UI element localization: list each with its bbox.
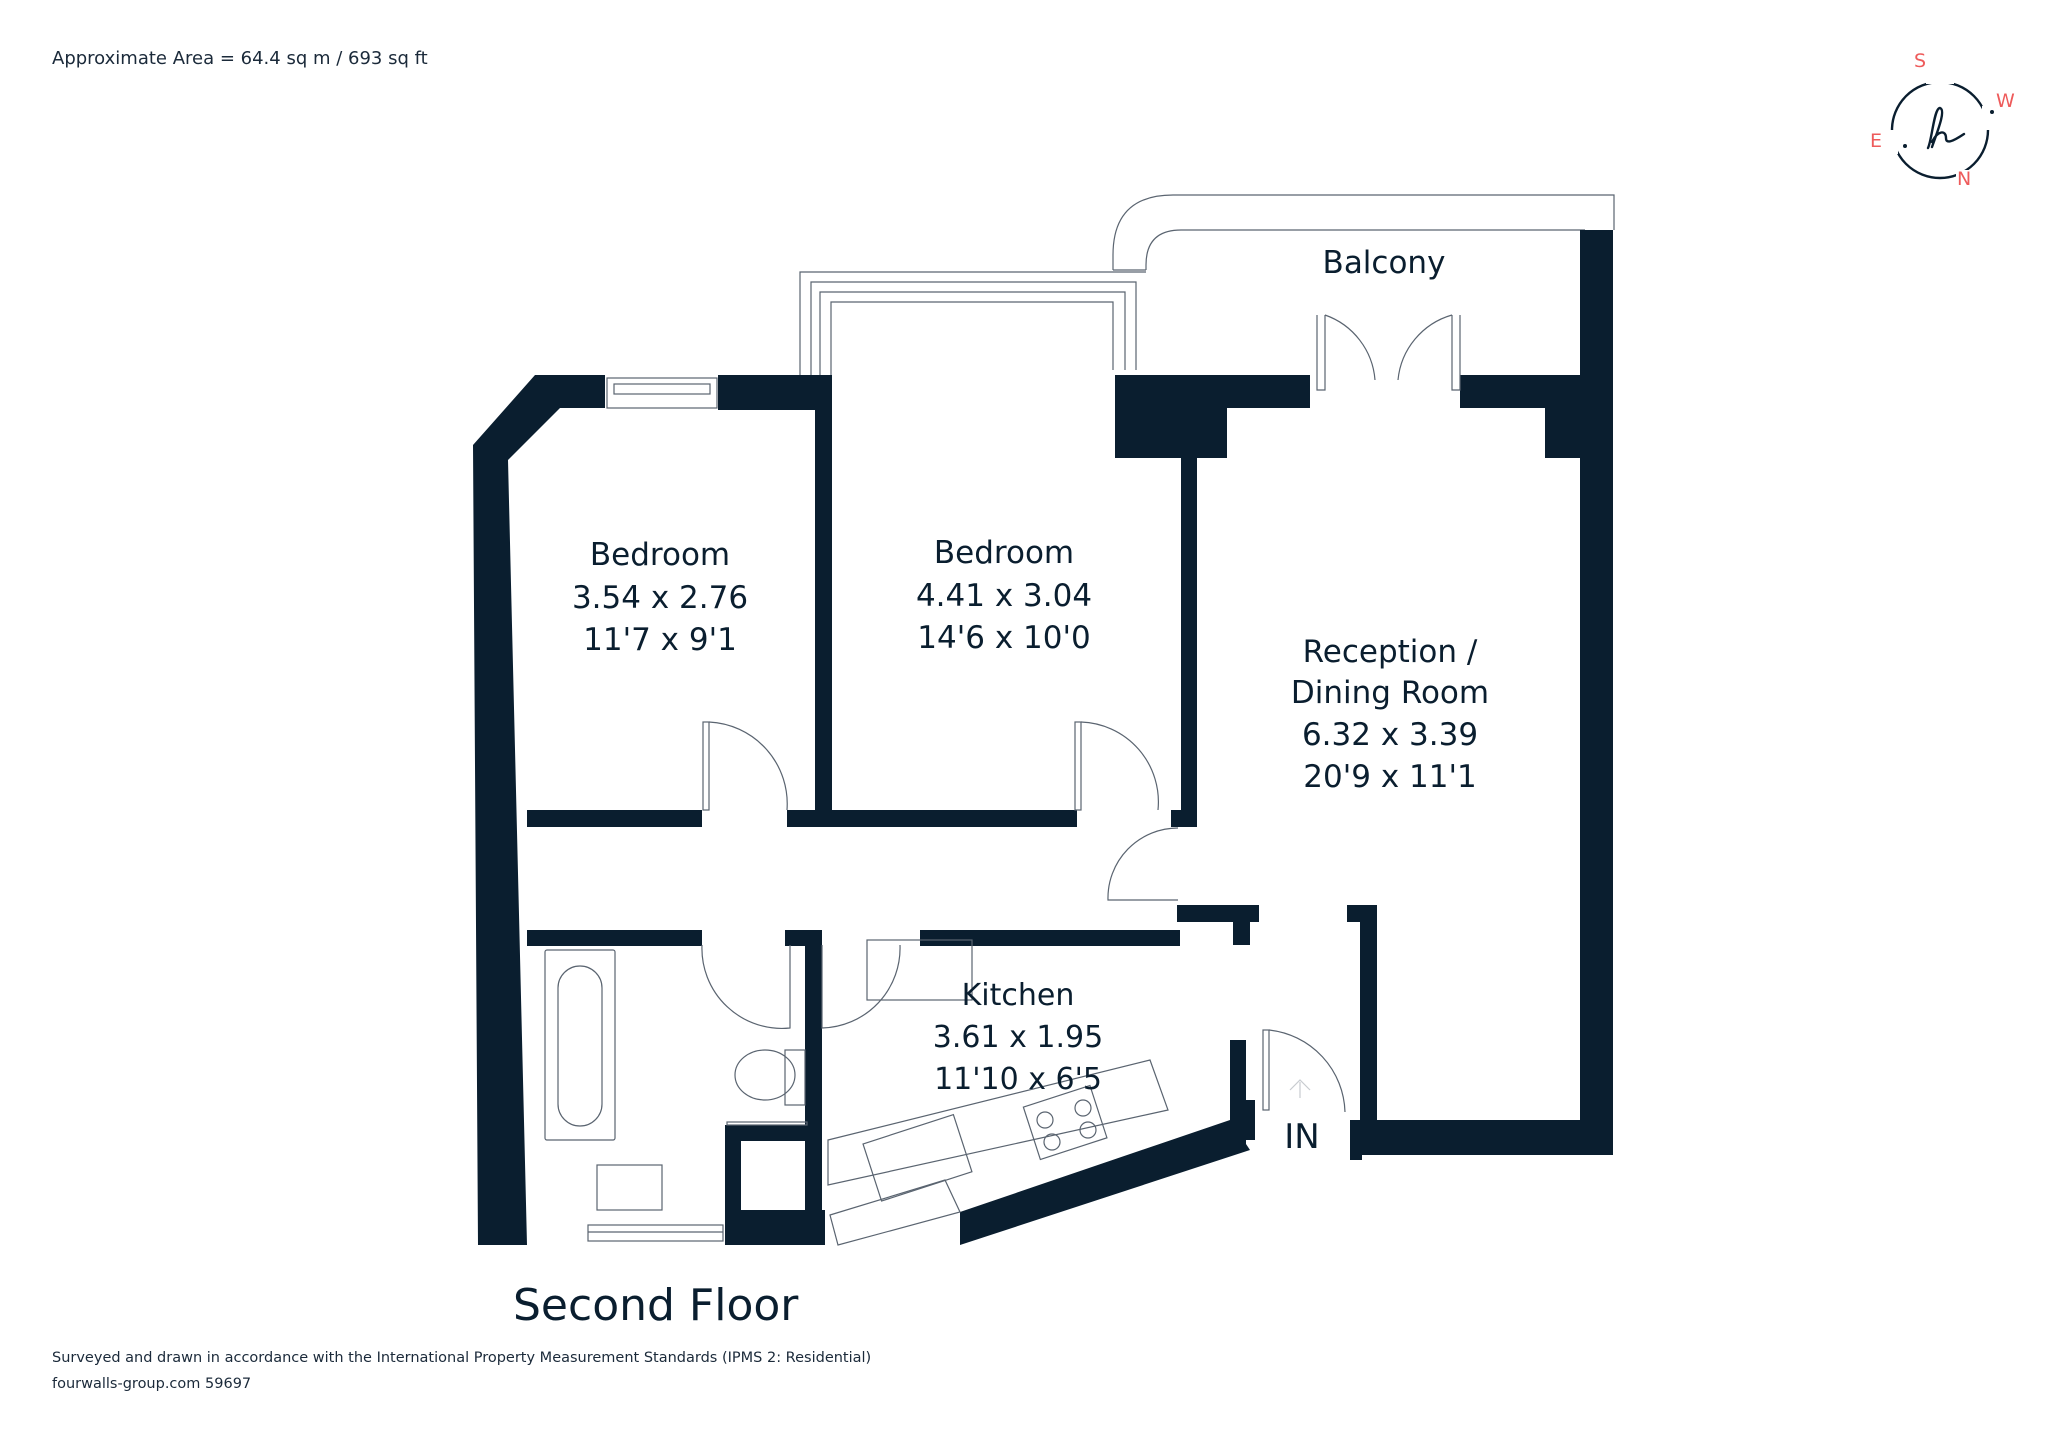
kitchen-imperial: 11'10 x 6'5 — [934, 1062, 1102, 1097]
floor-title: Second Floor — [513, 1280, 799, 1331]
hob-icon — [1022, 1084, 1108, 1161]
reference-number: fourwalls-group.com 59697 — [52, 1376, 252, 1392]
reception-metric: 6.32 x 3.39 — [1302, 717, 1478, 753]
fixtures — [544, 939, 1311, 1211]
entrance-label: IN — [1284, 1117, 1319, 1157]
bedroom-1-name: Bedroom — [590, 537, 730, 573]
compass-east-label: E — [1870, 130, 1883, 152]
signature-h-icon — [1926, 106, 1966, 150]
approximate-area-text: Approximate Area = 64.4 sq m / 693 sq ft — [52, 48, 428, 69]
toilet-icon — [734, 1049, 796, 1101]
compass-logo: S W E N — [1860, 50, 2020, 200]
kitchen-name: Kitchen — [962, 978, 1075, 1013]
reception-name-line1: Reception / — [1303, 634, 1478, 670]
compass-north-label: N — [1957, 168, 1972, 190]
bedroom-2-imperial: 14'6 x 10'0 — [917, 620, 1090, 656]
bedroom-2-metric: 4.41 x 3.04 — [916, 578, 1092, 614]
bedroom-1-imperial: 11'7 x 9'1 — [583, 622, 737, 658]
standards-note: Surveyed and drawn in accordance with th… — [52, 1350, 872, 1366]
room-labels: Bedroom 3.54 x 2.76 11'7 x 9'1 Bedroom 4… — [572, 245, 1489, 1157]
windows — [587, 377, 961, 1246]
kitchen-worktop — [866, 939, 973, 1001]
reception-imperial: 20'9 x 11'1 — [1303, 759, 1476, 795]
balcony-name: Balcony — [1323, 245, 1446, 281]
basin-icon — [596, 1164, 663, 1211]
bedroom-1-metric: 3.54 x 2.76 — [572, 580, 748, 616]
sink-icon — [862, 1113, 973, 1202]
bedroom-2-name: Bedroom — [934, 535, 1074, 571]
doors — [701, 314, 1461, 1113]
compass-south-label: S — [1914, 50, 1927, 72]
reception-name-line2: Dining Room — [1291, 675, 1489, 711]
kitchen-metric: 3.61 x 1.95 — [933, 1020, 1103, 1055]
walls — [473, 230, 1613, 1245]
compass-ring-icon — [1884, 70, 1996, 186]
compass-west-label: W — [1996, 90, 2015, 112]
bay-window-outline — [799, 271, 1146, 375]
bathtub-icon — [544, 949, 616, 1141]
balcony-outline — [1112, 194, 1615, 271]
entrance-arrow-icon — [1289, 1079, 1311, 1098]
kitchen-counter — [827, 1059, 1169, 1186]
